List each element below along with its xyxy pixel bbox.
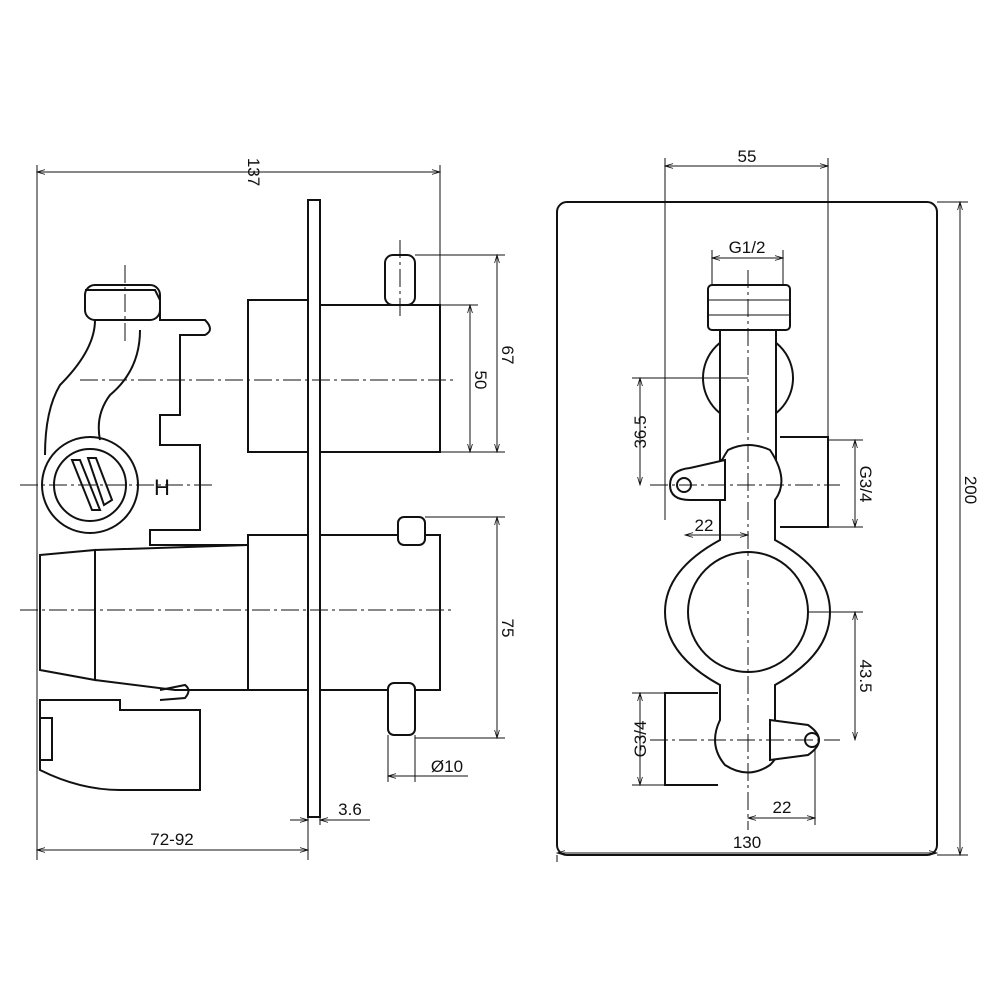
lower-lever-bottom: [387, 682, 416, 736]
lower-cartridge-body: [247, 534, 309, 691]
top-inlet-fitting-front: [707, 284, 791, 331]
lower-knob: [319, 534, 441, 691]
top-inlet-fitting: [84, 284, 161, 321]
dimension-label-137: 137: [244, 158, 263, 186]
dimension-label-50: 50: [471, 371, 490, 390]
dimension-label-72-92: 72-92: [150, 830, 193, 849]
inlet-pipe: [44, 319, 141, 456]
upper-knob: [319, 304, 441, 453]
dimension-label-200: 200: [961, 476, 980, 504]
dimension-label-22-lower: 22: [773, 798, 792, 817]
cover-plate-side: [307, 199, 321, 818]
lower-lever-top: [397, 516, 426, 546]
upper-mounting-tab: [668, 458, 726, 501]
side-view: 137 H 67 50: [20, 158, 517, 860]
dimension-label-g3-4-left: G3/4: [631, 721, 650, 758]
dimension-label-75: 75: [498, 619, 517, 638]
lower-valve-body: [39, 544, 249, 691]
inlet-port-slot: [70, 457, 114, 511]
right-outlet-fitting: [780, 436, 829, 528]
dimension-label-55: 55: [738, 147, 757, 166]
dimension-label-67: 67: [498, 346, 517, 365]
dimension-label-diameter: Ø10: [431, 757, 463, 776]
dimension-label-3-6: 3.6: [338, 800, 362, 819]
valve-body-front: [663, 444, 832, 774]
dimension-label-22-upper: 22: [695, 516, 714, 535]
front-view: 55 G1/2 36.5 G3/4 22: [556, 147, 980, 862]
dimension-label-g1-2: G1/2: [729, 238, 766, 257]
hot-marking: H: [154, 475, 170, 500]
dimension-label-43-5: 43.5: [856, 659, 875, 692]
dimension-label-130: 130: [733, 833, 761, 852]
dimension-label-g3-4-right: G3/4: [856, 466, 875, 503]
upper-cartridge-body: [247, 299, 309, 453]
bottom-outlet-fitting: [39, 699, 201, 791]
dimension-label-36-5: 36.5: [631, 415, 650, 448]
lower-clip: [159, 683, 190, 701]
left-outlet-fitting: [664, 692, 718, 786]
bottom-outlet-cap: [39, 717, 53, 761]
valve-body-outline: [85, 289, 248, 546]
